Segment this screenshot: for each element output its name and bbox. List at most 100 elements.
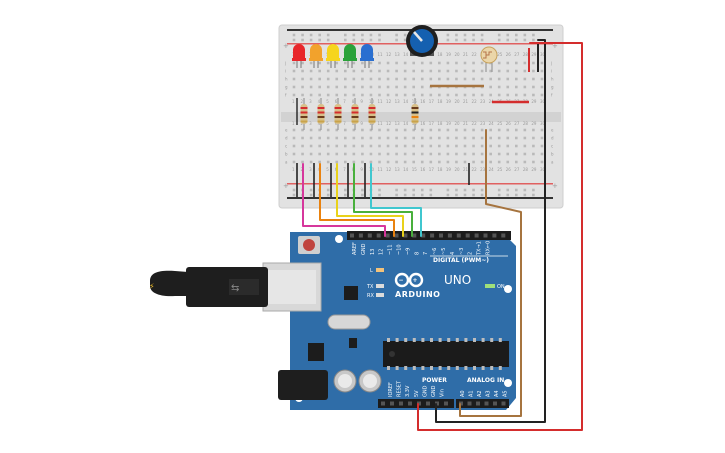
rail-hole[interactable] (532, 33, 535, 37)
breadboard-hole[interactable] (386, 85, 390, 89)
breadboard-hole[interactable] (420, 77, 424, 81)
breadboard-hole[interactable] (403, 69, 407, 73)
rail-hole[interactable] (446, 38, 450, 42)
breadboard-hole[interactable] (352, 61, 356, 65)
breadboard-hole[interactable] (472, 69, 475, 73)
breadboard-hole[interactable] (532, 61, 535, 65)
breadboard-hole[interactable] (506, 136, 510, 140)
breadboard-hole[interactable] (506, 160, 510, 164)
breadboard-hole[interactable] (301, 160, 304, 164)
rail-hole[interactable] (497, 38, 501, 42)
breadboard-hole[interactable] (446, 144, 450, 148)
breadboard-hole[interactable] (497, 160, 501, 164)
breadboard-hole[interactable] (352, 144, 356, 148)
rail-hole[interactable] (523, 188, 527, 192)
header-pin[interactable] (403, 233, 408, 238)
breadboard-hole[interactable] (335, 85, 339, 89)
breadboard-hole[interactable] (395, 61, 398, 65)
rail-hole[interactable] (472, 193, 475, 197)
breadboard-hole[interactable] (420, 69, 424, 73)
rail-hole[interactable] (446, 193, 450, 197)
header-pin[interactable] (476, 401, 480, 406)
breadboard-hole[interactable] (472, 77, 475, 81)
led-blue[interactable] (360, 44, 374, 68)
breadboard-hole[interactable] (438, 77, 441, 81)
breadboard-hole[interactable] (497, 69, 501, 73)
breadboard-hole[interactable] (489, 136, 492, 140)
breadboard-hole[interactable] (309, 160, 313, 164)
breadboard-hole[interactable] (438, 93, 441, 97)
breadboard-hole[interactable] (523, 85, 527, 89)
rail-hole[interactable] (326, 193, 330, 197)
breadboard-hole[interactable] (480, 61, 484, 65)
breadboard-hole[interactable] (344, 85, 347, 89)
breadboard-hole[interactable] (455, 93, 458, 97)
breadboard-hole[interactable] (344, 152, 347, 156)
rail-hole[interactable] (497, 193, 501, 197)
breadboard-hole[interactable] (412, 77, 415, 81)
breadboard-hole[interactable] (489, 77, 492, 81)
breadboard-hole[interactable] (412, 152, 415, 156)
breadboard-hole[interactable] (412, 128, 415, 132)
breadboard-hole[interactable] (378, 93, 381, 97)
breadboard-hole[interactable] (515, 85, 518, 89)
rail-hole[interactable] (429, 188, 433, 192)
header-pin[interactable] (456, 233, 461, 238)
breadboard-hole[interactable] (344, 160, 347, 164)
breadboard-hole[interactable] (369, 77, 373, 81)
breadboard-hole[interactable] (446, 160, 450, 164)
breadboard-hole[interactable] (540, 160, 544, 164)
rail-hole[interactable] (515, 38, 518, 42)
breadboard-hole[interactable] (463, 69, 467, 73)
header-pin[interactable] (376, 233, 381, 238)
breadboard-hole[interactable] (301, 85, 304, 89)
breadboard-hole[interactable] (412, 144, 415, 148)
breadboard-hole[interactable] (532, 93, 535, 97)
breadboard-hole[interactable] (386, 160, 390, 164)
rail-hole[interactable] (463, 38, 467, 42)
breadboard-hole[interactable] (292, 136, 296, 140)
breadboard-hole[interactable] (292, 160, 296, 164)
rail-hole[interactable] (455, 188, 458, 192)
breadboard-hole[interactable] (369, 144, 373, 148)
rail-hole[interactable] (497, 188, 501, 192)
breadboard-hole[interactable] (369, 160, 373, 164)
breadboard-hole[interactable] (403, 152, 407, 156)
breadboard-hole[interactable] (395, 152, 398, 156)
header-pin[interactable] (501, 233, 506, 238)
rail-hole[interactable] (455, 193, 458, 197)
breadboard-hole[interactable] (532, 77, 535, 81)
breadboard-hole[interactable] (429, 77, 433, 81)
breadboard-hole[interactable] (301, 128, 304, 132)
breadboard-hole[interactable] (403, 144, 407, 148)
rail-hole[interactable] (506, 33, 510, 37)
breadboard-hole[interactable] (335, 136, 339, 140)
breadboard-hole[interactable] (395, 77, 398, 81)
rail-hole[interactable] (361, 188, 364, 192)
rail-hole[interactable] (455, 33, 458, 37)
header-pin[interactable] (385, 233, 390, 238)
rail-hole[interactable] (292, 33, 296, 37)
breadboard-hole[interactable] (455, 61, 458, 65)
breadboard-hole[interactable] (344, 136, 347, 140)
breadboard-hole[interactable] (335, 160, 339, 164)
header-pin[interactable] (426, 401, 430, 406)
breadboard-hole[interactable] (446, 93, 450, 97)
breadboard-hole[interactable] (506, 152, 510, 156)
breadboard-hole[interactable] (369, 152, 373, 156)
rail-hole[interactable] (515, 33, 518, 37)
breadboard-hole[interactable] (438, 144, 441, 148)
resistor-led[interactable] (351, 98, 359, 130)
breadboard-hole[interactable] (386, 93, 390, 97)
rail-hole[interactable] (412, 193, 415, 197)
rail-hole[interactable] (472, 38, 475, 42)
rail-hole[interactable] (309, 38, 313, 42)
breadboard-hole[interactable] (532, 128, 535, 132)
breadboard-hole[interactable] (540, 152, 544, 156)
breadboard-hole[interactable] (344, 128, 347, 132)
breadboard-hole[interactable] (369, 93, 373, 97)
breadboard-hole[interactable] (420, 136, 424, 140)
breadboard-hole[interactable] (412, 160, 415, 164)
breadboard-hole[interactable] (378, 85, 381, 89)
breadboard-hole[interactable] (446, 69, 450, 73)
